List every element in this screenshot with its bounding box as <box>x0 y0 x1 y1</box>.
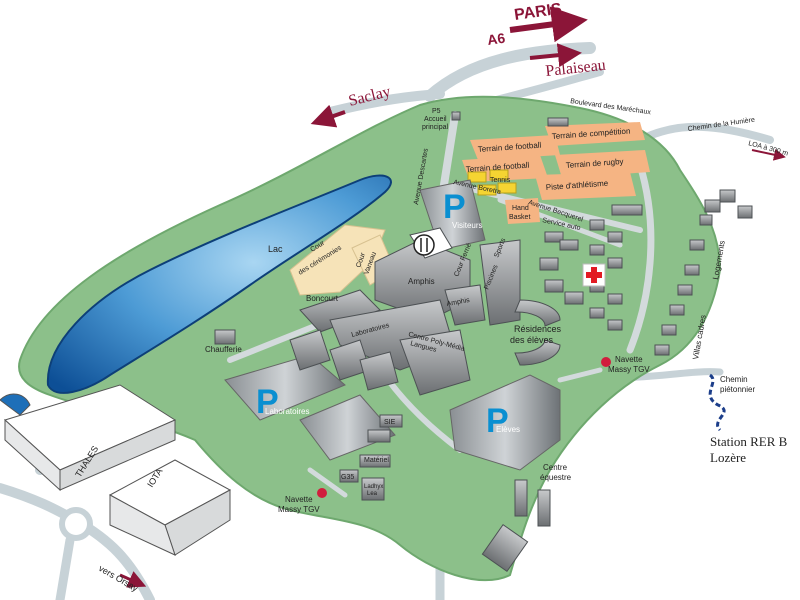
label-boncourt: Boncourt <box>306 294 339 303</box>
parking-laboratoires-lot <box>224 354 346 421</box>
parking-label-laboratoires: Laboratoires <box>265 407 309 416</box>
label-terrain-football-1: Terrain de football <box>478 141 542 154</box>
label-cour-vaneau-1: Cour <box>355 251 367 268</box>
label-a6: A6 <box>486 30 506 48</box>
parking-badge-visiteurs[interactable]: P Visiteurs <box>443 188 483 230</box>
label-chaufferie: Chaufferie <box>205 345 242 354</box>
navette-marker-south[interactable] <box>317 488 327 498</box>
navette-marker-east[interactable] <box>601 357 611 367</box>
label-g35: G35 <box>341 474 354 481</box>
label-pietonnier-1: Chemin <box>720 375 748 384</box>
chemin-pietonnier-path <box>708 373 726 432</box>
label-station-2: Lozère <box>710 450 746 465</box>
main-buildings <box>214 111 753 573</box>
label-centre-equestre-2: équestre <box>540 473 572 482</box>
label-navette-1a: Navette <box>615 355 643 364</box>
label-amphis: Amphis <box>408 277 435 286</box>
medical-cross-icon[interactable] <box>582 263 606 287</box>
parking-symbol: P <box>256 383 279 421</box>
label-terrain-football-2: Terrain de football <box>466 161 530 174</box>
label-navette-2a: Navette <box>285 495 313 504</box>
sports-fields <box>462 122 650 224</box>
label-accueil: Accueil <box>424 116 447 123</box>
parking-label-eleves: Elèves <box>496 425 520 434</box>
parking-badge-eleves[interactable]: P Elèves <box>486 402 520 440</box>
label-ladhyx: Ladhyx <box>364 484 383 490</box>
label-station-1: Station RER B <box>710 434 788 449</box>
parking-badge-laboratoires[interactable]: P Laboratoires <box>256 383 309 421</box>
label-lea: Lea <box>367 491 378 497</box>
label-amphis-2: Amphis <box>446 297 471 308</box>
label-sie: SIE <box>384 419 396 426</box>
label-hand: Hand <box>512 205 529 212</box>
label-principal: principal <box>422 124 449 131</box>
label-navette-1b: Massy TGV <box>608 365 650 374</box>
label-residences-1: Résidences <box>514 324 562 334</box>
label-lac: Lac <box>268 244 283 254</box>
roundabout <box>59 507 93 541</box>
label-piste: Piste d'athlétisme <box>546 179 609 192</box>
label-residences-2: des élèves <box>510 335 554 345</box>
parking-label-visiteurs: Visiteurs <box>452 221 483 230</box>
label-basket: Basket <box>509 214 530 221</box>
label-palaiseau: Palaiseau <box>545 57 607 80</box>
label-terrain-rugby: Terrain de rugby <box>566 157 624 170</box>
label-materiel: Matériel <box>364 457 389 464</box>
direction-arrows <box>119 6 786 588</box>
parking-eleves-lot <box>449 374 561 471</box>
parking-symbol: P <box>486 402 509 440</box>
thales-iota-buildings <box>0 384 232 556</box>
label-tennis: Tennis <box>490 177 511 184</box>
label-paris: PARIS <box>513 0 563 24</box>
label-p5: P5 <box>432 108 441 115</box>
label-pietonnier-2: piétonnier <box>720 385 755 394</box>
parking-lot-2 <box>299 394 396 461</box>
restaurant-icon[interactable] <box>413 234 435 256</box>
label-centre-equestre-1: Centre <box>543 463 568 472</box>
parking-symbol: P <box>443 188 466 226</box>
label-navette-2b: Massy TGV <box>278 505 320 514</box>
lake <box>46 174 392 394</box>
